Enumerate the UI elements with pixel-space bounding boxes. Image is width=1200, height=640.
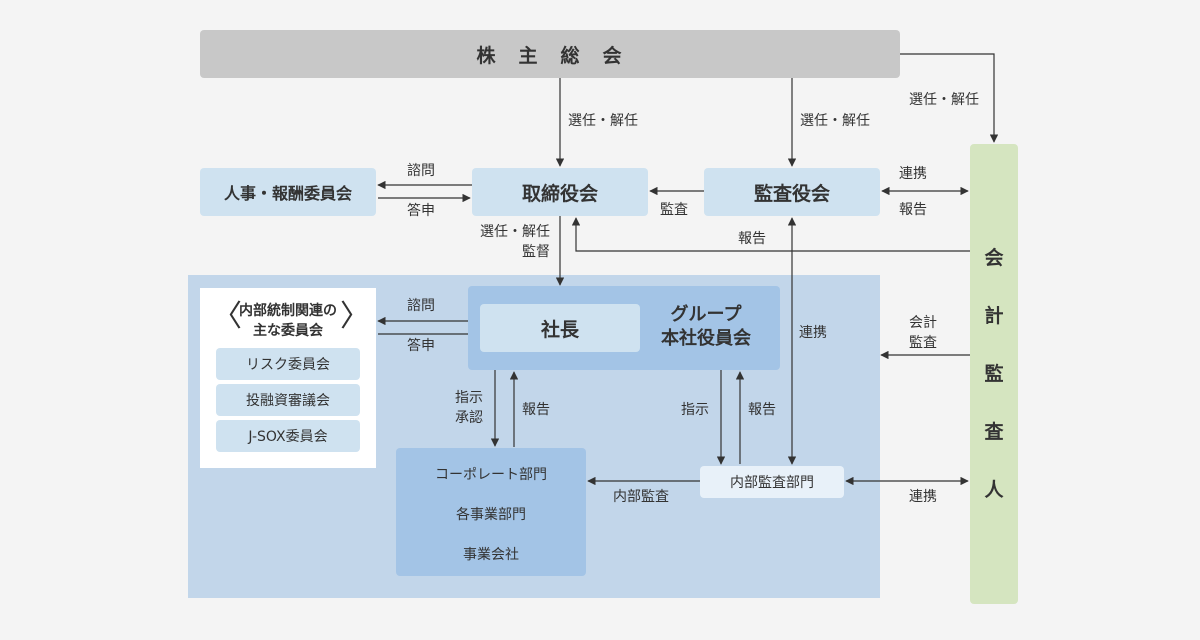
hr-compensation-committee: 人事・報酬委員会: [200, 168, 376, 216]
edge-report-auditor-board: [571, 217, 970, 252]
internal-audit-dept: 内部監査部門: [700, 466, 844, 498]
label-elect-audit: 選任・解任: [800, 113, 870, 129]
label-report-internal: 報告: [748, 402, 776, 418]
label-report-audit-auditor: 報告: [899, 202, 927, 218]
committees-bracket-left: 〈: [212, 299, 242, 334]
committees-title: 内部統制関連の 主な委員会: [239, 303, 337, 339]
shareholders-meeting: 株 主 総 会: [200, 30, 900, 78]
label-coop-audit-auditor: 連携: [899, 166, 927, 182]
audit-board-label: 監査役会: [753, 182, 830, 205]
shareholders-label: 株 主 総 会: [476, 44, 624, 67]
label-instruct-internal: 指示: [681, 402, 709, 418]
label-report-auditor-board: 報告: [738, 231, 766, 247]
label-audit-board: 監査: [660, 202, 688, 218]
unit-business-divisions: 各事業部門: [456, 507, 526, 523]
committee-item-investment: 投融資審議会: [216, 384, 360, 416]
president-label: 社長: [540, 318, 579, 341]
accounting-auditor: 会 計 監 査 人: [970, 144, 1018, 604]
unit-corporate: コーポレート部門: [435, 467, 547, 483]
label-answer-hr: 答申: [407, 203, 435, 219]
board-label: 取締役会: [521, 182, 598, 205]
label-coop-internal-auditor: 連携: [909, 489, 937, 505]
edge-elect-auditor: [900, 53, 999, 143]
label-elect-supervise: 選任・解任 監督: [480, 224, 550, 260]
label-answer-cmte: 答申: [407, 338, 435, 354]
group-exec-label: グループ 本社役員会: [661, 304, 751, 349]
committees-bracket-right: 〉: [340, 299, 370, 334]
label-report-units: 報告: [522, 402, 550, 418]
hr-committee-label: 人事・報酬委員会: [223, 184, 352, 203]
president-box: 社長: [480, 304, 640, 352]
label-elect-board: 選任・解任: [568, 113, 638, 129]
label-coop-audit-internal: 連携: [799, 325, 827, 341]
board-of-directors: 取締役会: [472, 168, 648, 216]
business-units-block: [396, 448, 586, 576]
audit-board: 監査役会: [704, 168, 880, 216]
label-instruct-approve: 指示 承認: [455, 390, 483, 426]
unit-subsidiaries: 事業会社: [463, 547, 519, 563]
label-consult-cmte: 諮問: [407, 298, 435, 314]
internal-audit-label: 内部監査部門: [730, 475, 814, 491]
committee-item-jsox: J-SOX委員会: [216, 420, 360, 452]
label-accounting-audit: 会計 監査: [909, 315, 937, 351]
auditor-label: 会 計 監 査 人: [984, 247, 1004, 501]
committee-item-risk: リスク委員会: [216, 348, 360, 380]
label-internal-audit-units: 内部監査: [613, 489, 669, 505]
label-consult-hr: 諮問: [407, 163, 435, 179]
label-elect-auditor: 選任・解任: [909, 92, 979, 108]
